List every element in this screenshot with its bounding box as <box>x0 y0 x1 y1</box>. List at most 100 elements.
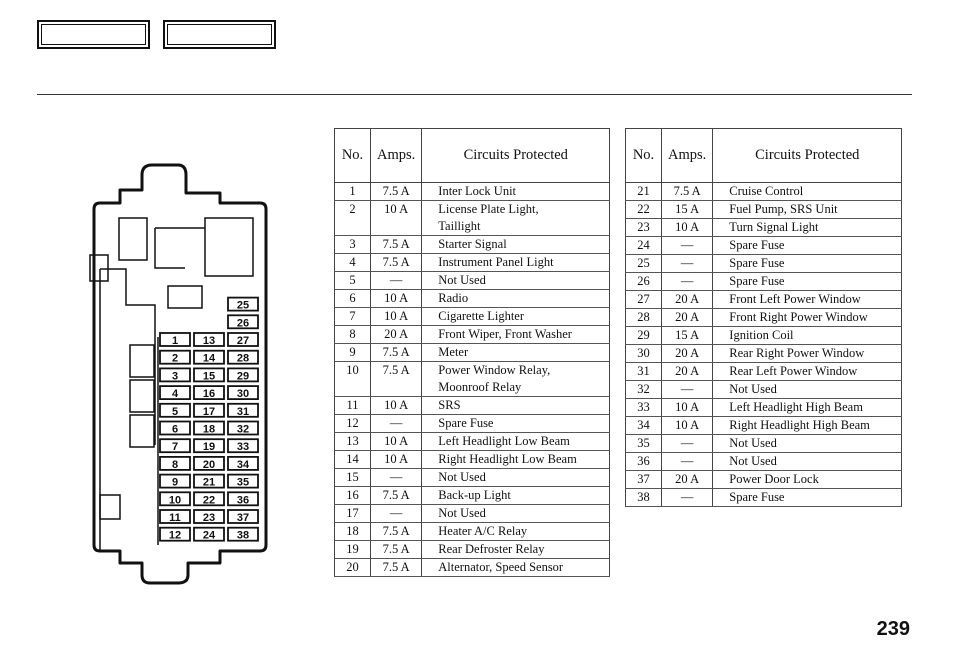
fuse-slot-label: 2 <box>172 353 178 365</box>
page-number: 239 <box>876 618 910 640</box>
fuse-slot-label: 3 <box>172 370 178 382</box>
fuse-number: 38 <box>625 488 662 507</box>
fuse-number: 17 <box>334 504 371 523</box>
fuse-slot-label: 8 <box>172 459 178 471</box>
fuse-slot-label: 20 <box>203 459 215 471</box>
header-tab-2[interactable] <box>163 20 276 49</box>
fuse-circuit: Starter Signal <box>421 235 611 254</box>
fuse-slot <box>193 438 225 454</box>
circuit-line: Spare Fuse <box>729 238 785 252</box>
fuse-circuit: Instrument Panel Light <box>421 253 611 272</box>
fuse-slot-label: 16 <box>203 388 215 400</box>
circuit-line: Not Used <box>438 506 486 520</box>
fuse-slot-label: 12 <box>169 530 181 542</box>
fuse-amps: — <box>369 504 423 523</box>
fuse-amps: 7.5 A <box>660 182 714 201</box>
fuse-slot-label: 38 <box>237 530 249 542</box>
circuit-line: Power Door Lock <box>729 472 819 486</box>
fuse-number: 29 <box>625 326 662 345</box>
fuse-circuit: Meter <box>421 343 611 362</box>
fuse-slot <box>227 349 259 365</box>
circuit-line: Instrument Panel Light <box>438 255 554 269</box>
fuse-slot <box>159 455 191 471</box>
fuse-slot-label: 37 <box>237 512 249 524</box>
fuse-number: 27 <box>625 290 662 309</box>
fuse-amps: — <box>660 380 714 399</box>
fuse-circuit: Left Headlight High Beam <box>712 398 903 417</box>
fuse-number: 5 <box>334 271 371 290</box>
fuse-number: 10 <box>334 361 371 397</box>
fuse-number: 9 <box>334 343 371 362</box>
fuse-slot-label: 36 <box>237 494 249 506</box>
circuit-line: Front Right Power Window <box>729 310 868 324</box>
fuse-number: 37 <box>625 470 662 489</box>
fuse-circuit: Power Window Relay, Moonroof Relay <box>421 361 611 397</box>
fuse-amps: 20 A <box>660 308 714 327</box>
column-header-amps: Amps. <box>660 128 714 183</box>
fuse-number: 16 <box>334 486 371 505</box>
fuse-number: 18 <box>334 522 371 541</box>
fuse-amps: 10 A <box>660 218 714 237</box>
circuit-line: Power Window Relay, <box>438 363 551 377</box>
fuse-box-outline <box>92 163 268 585</box>
fuse-slot <box>193 385 225 401</box>
fuse-circuit: Not Used <box>421 468 611 487</box>
circuit-line: Cigarette Lighter <box>438 309 525 323</box>
fuse-slot <box>227 402 259 418</box>
header-tab-1[interactable] <box>37 20 150 49</box>
fuse-slot <box>227 491 259 507</box>
fuse-slot-label: 1 <box>172 335 178 347</box>
fuse-circuit: Alternator, Speed Sensor <box>421 558 611 577</box>
fuse-amps: 20 A <box>660 470 714 489</box>
fuse-amps: 7.5 A <box>369 522 423 541</box>
fuse-slot-label: 9 <box>172 477 178 489</box>
fuse-amps: — <box>369 271 423 290</box>
fuse-amps: 10 A <box>369 200 423 236</box>
fuse-number: 1 <box>334 182 371 201</box>
fuse-amps: — <box>660 452 714 471</box>
circuit-line: Spare Fuse <box>729 490 785 504</box>
fuse-amps: 15 A <box>660 326 714 345</box>
circuit-line: Right Headlight High Beam <box>729 418 870 432</box>
fuse-amps: 7.5 A <box>369 235 423 254</box>
fuse-slot-label: 15 <box>203 370 215 382</box>
circuit-line: Moonroof Relay <box>438 380 522 394</box>
table-row: 24—Spare Fuse <box>625 236 903 255</box>
fuse-slot <box>227 473 259 489</box>
circuit-line: SRS <box>438 398 461 412</box>
table-row: 36—Not Used <box>625 452 903 471</box>
header-divider <box>37 94 912 95</box>
circuit-line: Rear Left Power Window <box>729 364 858 378</box>
circuit-line: Rear Defroster Relay <box>438 542 545 556</box>
table-row: 38— Spare Fuse <box>625 488 903 507</box>
fuse-number: 36 <box>625 452 662 471</box>
fuse-circuit: Spare Fuse <box>712 272 903 291</box>
fuse-slot <box>193 420 225 436</box>
fuse-amps: 7.5 A <box>369 361 423 397</box>
fuse-amps: — <box>660 434 714 453</box>
fuse-circuit: Rear Right Power Window <box>712 344 903 363</box>
fuse-amps: — <box>660 488 714 507</box>
circuit-line: Fuel Pump, SRS Unit <box>729 202 838 216</box>
table-row: 35—Not Used <box>625 434 903 453</box>
fuse-slot <box>159 526 191 542</box>
circuit-line: Cruise Control <box>729 184 804 198</box>
fuse-amps: 20 A <box>660 290 714 309</box>
fuse-amps: 10 A <box>660 398 714 417</box>
fuse-slot-label: 35 <box>237 477 249 489</box>
fuse-slot <box>227 438 259 454</box>
fuse-circuit: Fuel Pump, SRS Unit <box>712 200 903 219</box>
table-header-row: No. Amps. Circuits Protected <box>625 128 903 183</box>
